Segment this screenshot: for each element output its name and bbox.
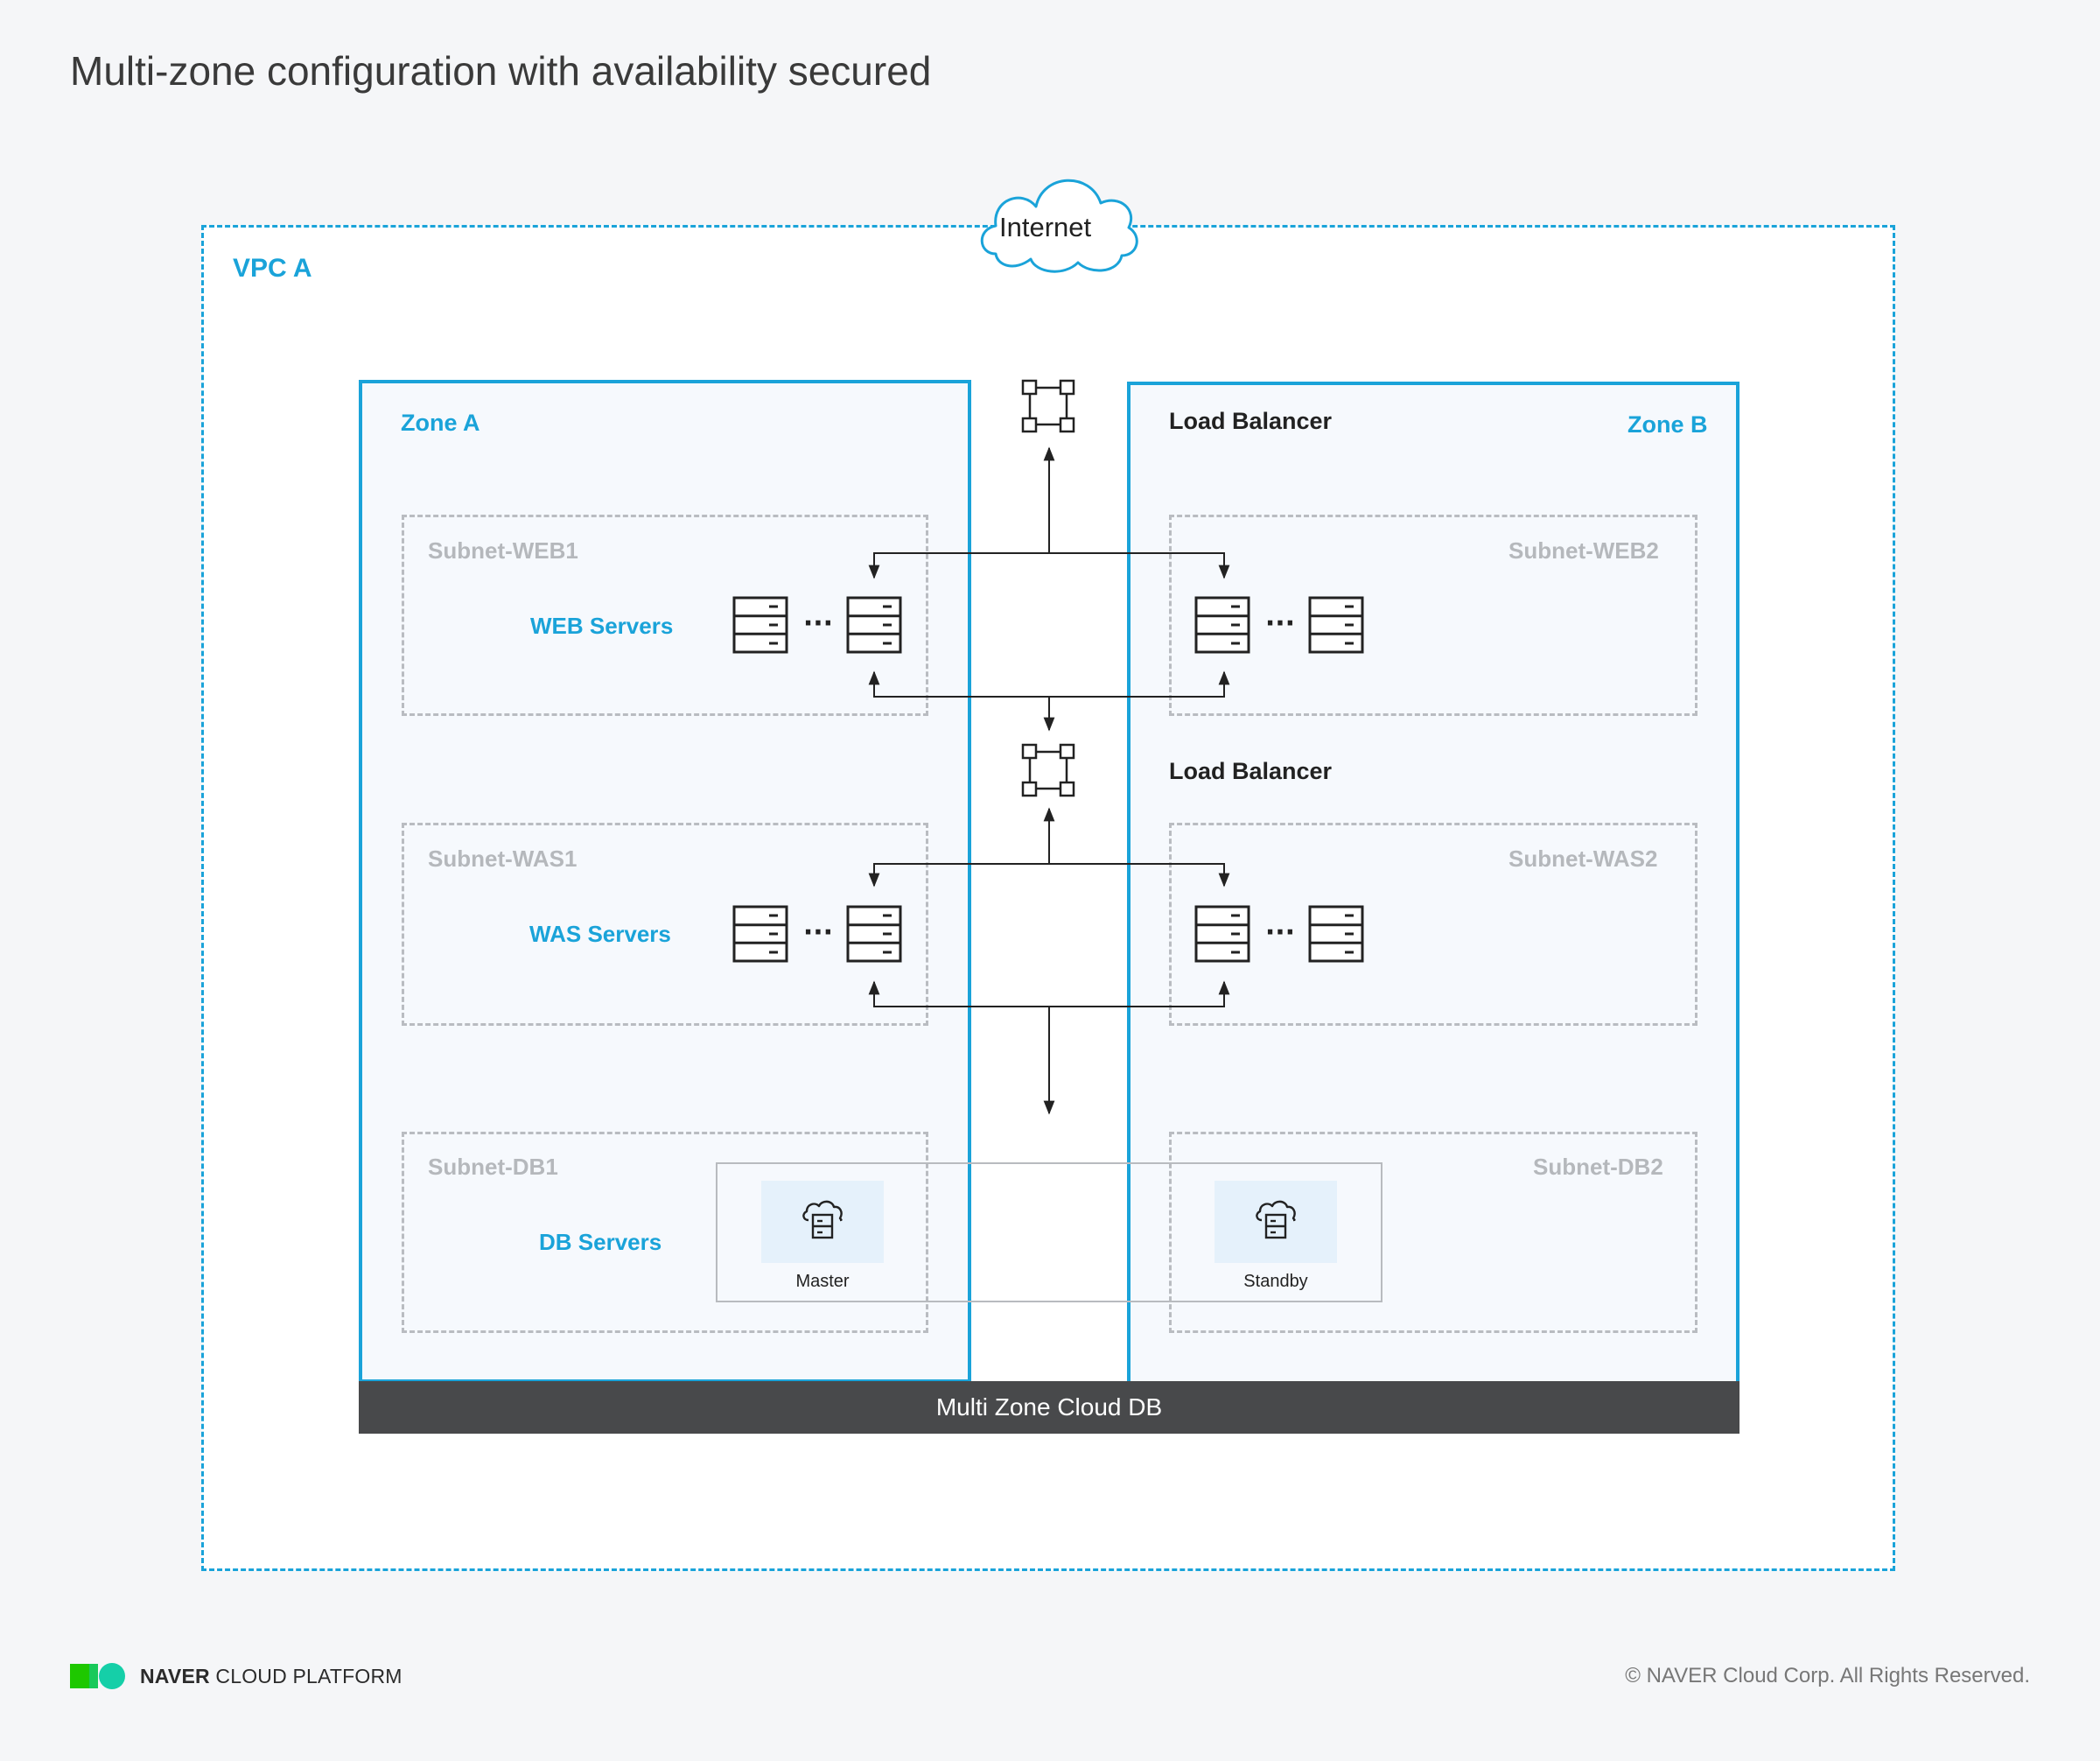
web-tier-connectors — [868, 446, 1230, 732]
vpc-label: VPC A — [233, 254, 312, 283]
subnet-db2 — [1169, 1132, 1698, 1333]
zone-a-label: Zone A — [401, 410, 480, 436]
web-servers-label: WEB Servers — [530, 613, 674, 639]
subnet-db2-label: Subnet-DB2 — [1533, 1154, 1663, 1180]
was-servers-label: WAS Servers — [529, 921, 671, 947]
footer-brand-bold: NAVER — [140, 1665, 210, 1687]
subnet-was1-label: Subnet-WAS1 — [428, 845, 578, 872]
web1-server-icon — [846, 596, 902, 654]
page-title: Multi-zone configuration with availabili… — [70, 48, 932, 94]
internet-cloud-icon — [980, 179, 1138, 273]
subnet-web1 — [402, 515, 928, 716]
db-master-label: Master — [795, 1272, 850, 1291]
web2-server-icon — [1194, 596, 1250, 654]
was2-server-icon — [1308, 905, 1364, 963]
was2-ellipsis: ··· — [1265, 917, 1295, 948]
db-standby-label: Standby — [1243, 1272, 1308, 1291]
subnet-was2-label: Subnet-WAS2 — [1508, 845, 1658, 872]
footer-brand-rest: CLOUD PLATFORM — [209, 1665, 402, 1687]
footer-copyright: © NAVER Cloud Corp. All Rights Reserved. — [1625, 1664, 2030, 1687]
web2-ellipsis: ··· — [1265, 608, 1295, 639]
was1-server-icon — [732, 905, 788, 963]
db-servers-label: DB Servers — [539, 1229, 662, 1255]
naver-logo-icon — [70, 1663, 126, 1689]
cloud-db-frame — [716, 1162, 1382, 1302]
was1-server-icon — [846, 905, 902, 963]
subnet-web2-label: Subnet-WEB2 — [1508, 537, 1659, 564]
was1-ellipsis: ··· — [803, 917, 833, 948]
db-standby-icon — [1256, 1200, 1296, 1239]
load-balancer-was-label: Load Balancer — [1169, 758, 1333, 784]
internet-label: Internet — [999, 212, 1092, 242]
subnet-web1-label: Subnet-WEB1 — [428, 537, 578, 564]
was2-server-icon — [1194, 905, 1250, 963]
subnet-was2 — [1169, 823, 1698, 1026]
load-balancer-web-label: Load Balancer — [1169, 408, 1333, 434]
db-master-icon — [802, 1200, 843, 1239]
web1-server-icon — [732, 596, 788, 654]
load-balancer-web-icon — [1021, 379, 1075, 433]
footer-brand: NAVER CLOUD PLATFORM — [140, 1665, 402, 1688]
subnet-db1 — [402, 1132, 928, 1333]
was-tier-connectors — [868, 807, 1230, 1115]
subnet-web2 — [1169, 515, 1698, 716]
zone-b-label: Zone B — [1628, 411, 1708, 438]
load-balancer-was-icon — [1021, 743, 1075, 797]
web2-server-icon — [1308, 596, 1364, 654]
subnet-was1 — [402, 823, 928, 1026]
web1-ellipsis: ··· — [803, 608, 833, 639]
multi-zone-cloud-db-bar: Multi Zone Cloud DB — [359, 1381, 1740, 1434]
subnet-db1-label: Subnet-DB1 — [428, 1154, 558, 1180]
